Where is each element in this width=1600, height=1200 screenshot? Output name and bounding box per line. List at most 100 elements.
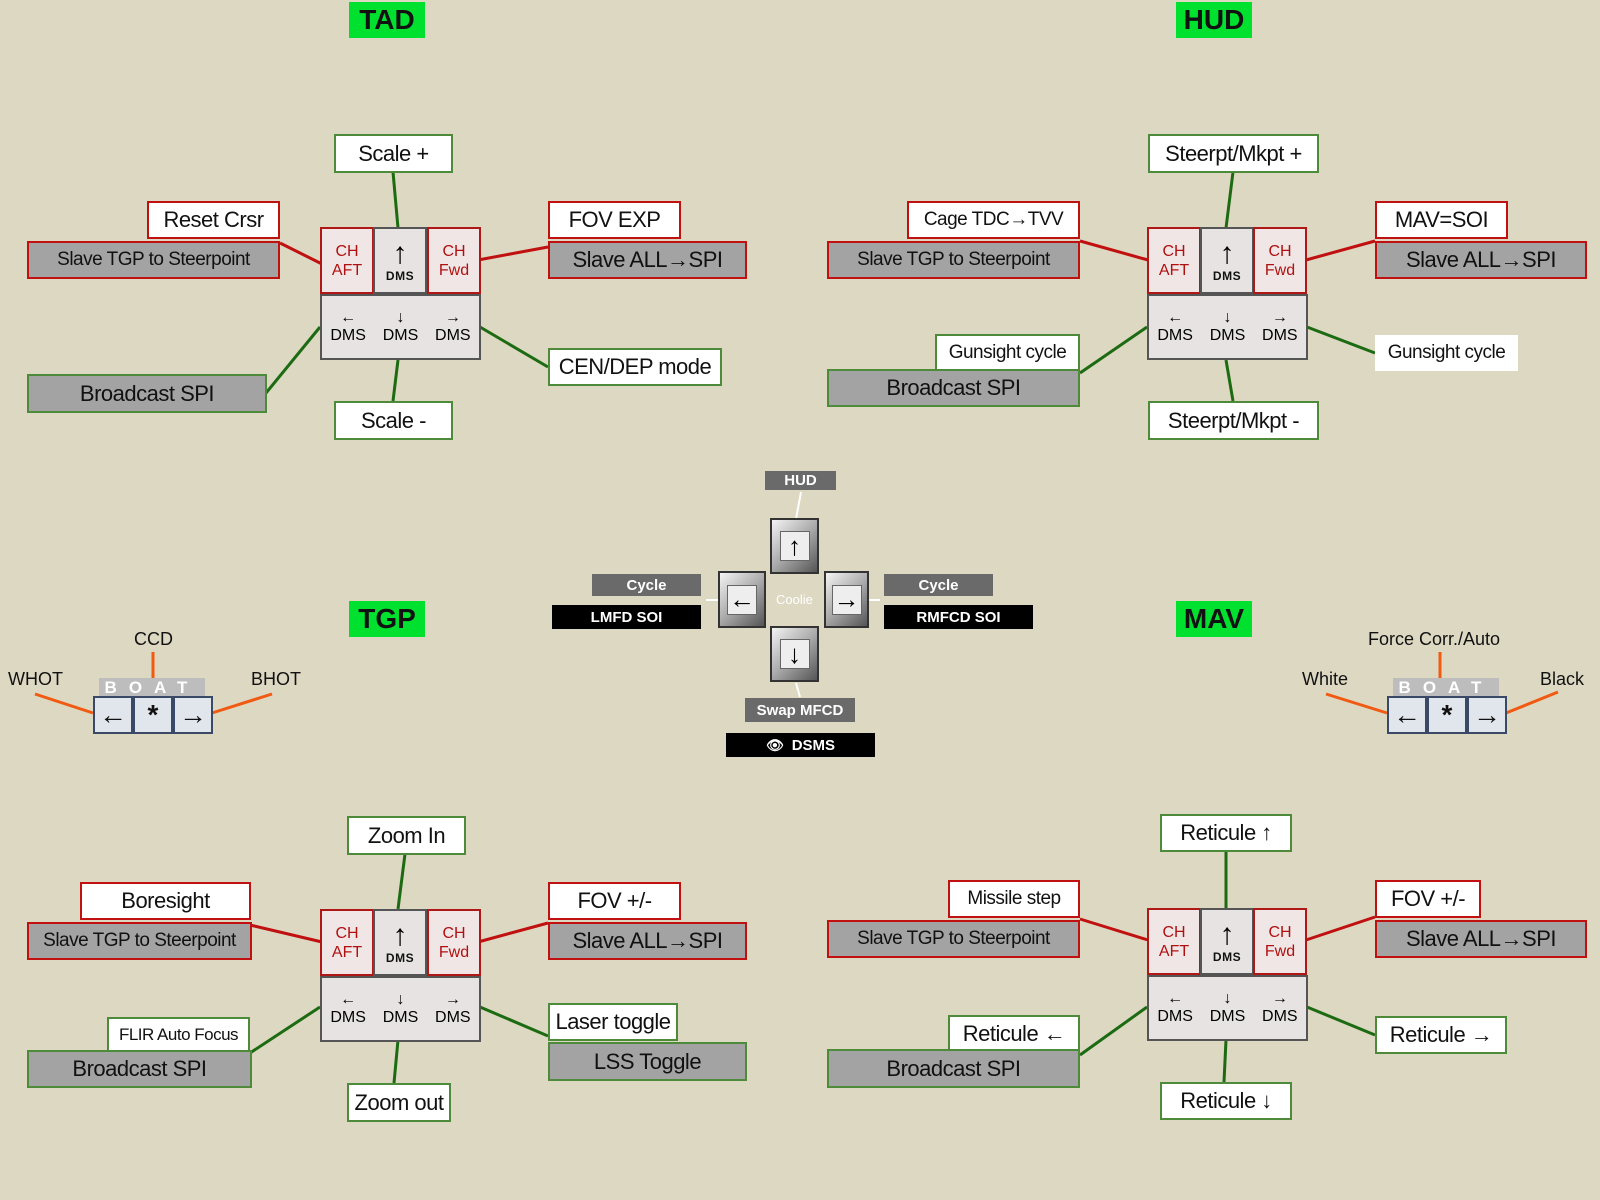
- dms-label: DMS: [435, 327, 471, 344]
- arrow-up-icon: ↑: [1219, 917, 1235, 951]
- ch-label: CH: [335, 924, 359, 942]
- arrow-left-icon: ←: [1167, 309, 1184, 326]
- tad-right-label: CEN/DEP mode: [548, 348, 722, 386]
- coolie-down-label: Swap MFCD: [745, 698, 855, 722]
- tgp-ch-aft-button[interactable]: CH AFT: [320, 909, 374, 976]
- eye-icon: 👁: [765, 736, 784, 753]
- tad-dms-up-button[interactable]: ↑ DMS: [373, 227, 427, 294]
- coolie-left-top-label: Cycle: [592, 574, 701, 596]
- arrow-left-icon: ←: [340, 991, 357, 1008]
- coolie-left-key[interactable]: ←: [718, 571, 766, 628]
- mav-boat-center-key[interactable]: *: [1427, 696, 1467, 734]
- dms-label: DMS: [1262, 327, 1298, 344]
- mav-ch-aft-button[interactable]: CH AFT: [1147, 908, 1201, 975]
- aft-label: AFT: [331, 943, 363, 961]
- arrow-right-icon: →: [831, 584, 862, 615]
- tad-ch-aft-button[interactable]: CH AFT: [320, 227, 374, 294]
- arrow-up-icon: ↑: [779, 531, 810, 561]
- arrow-down-icon: ↓: [1223, 309, 1232, 326]
- hud-ch-aft-button[interactable]: CH AFT: [1147, 227, 1201, 294]
- ch-label: CH: [335, 242, 359, 260]
- arrow-right-icon: →: [1271, 309, 1288, 326]
- tad-dms-right-button[interactable]: →DMS: [427, 296, 479, 358]
- mav-boat-left-key[interactable]: ←: [1387, 696, 1427, 734]
- arrow-down-icon: ↓: [396, 309, 405, 326]
- arrow-left-icon: ←: [340, 309, 357, 326]
- mav-boat-right-label: Black: [1540, 669, 1585, 689]
- tad-scale-down-label: Scale -: [334, 401, 453, 440]
- coolie-right-top-label: Cycle: [884, 574, 993, 596]
- dms-label: DMS: [382, 327, 419, 344]
- dms-label: DMS: [1157, 327, 1193, 344]
- coolie-up-label: HUD: [765, 471, 836, 490]
- tad-ch-aft-long-label: Slave TGP to Steerpoint: [27, 241, 280, 279]
- mav-dms-row: ←DMS ↓DMS →DMS: [1147, 975, 1308, 1041]
- dms-label: DMS: [435, 1009, 471, 1026]
- mav-ch-aft-short-label: Missile step: [948, 880, 1080, 918]
- mav-ch-fwd-long-label: Slave ALL→SPI: [1375, 920, 1587, 958]
- coolie-down-key[interactable]: ↓: [770, 626, 819, 682]
- tgp-boat-left-label: WHOT: [8, 669, 63, 689]
- tgp-boat-label: BOAT: [99, 678, 205, 698]
- tgp-dms-row: ←DMS ↓DMS →DMS: [320, 976, 481, 1042]
- tgp-ch-fwd-long-label: Slave ALL→SPI: [548, 922, 747, 960]
- mav-boat-right-key[interactable]: →: [1467, 696, 1507, 734]
- hud-ch-fwd-short-label: MAV=SOI: [1375, 201, 1508, 239]
- dms-label: DMS: [1212, 949, 1242, 964]
- tgp-boat-left-key[interactable]: ←: [93, 696, 133, 734]
- dms-label: DMS: [1209, 327, 1246, 344]
- coolie-center-label: Coolie: [776, 592, 813, 607]
- tgp-boat-center-key[interactable]: *: [133, 696, 173, 734]
- tad-dms-left-button[interactable]: ←DMS: [322, 296, 374, 358]
- dms-label: DMS: [385, 268, 415, 283]
- arrow-down-icon: ↓: [779, 639, 810, 669]
- tgp-left-short-label: FLIR Auto Focus: [107, 1017, 250, 1053]
- tgp-dms-down-button[interactable]: ↓DMS: [374, 978, 426, 1040]
- fwd-label: Fwd: [438, 943, 470, 961]
- hud-ch-fwd-long-label: Slave ALL→SPI: [1375, 241, 1587, 279]
- coolie-up-key[interactable]: ↑: [770, 518, 819, 574]
- tad-dms-down-button[interactable]: ↓DMS: [374, 296, 426, 358]
- tgp-dms-right-button[interactable]: →DMS: [427, 978, 479, 1040]
- mav-boat-label: BOAT: [1393, 678, 1499, 698]
- arrow-left-icon: ←: [727, 584, 757, 615]
- hud-left-short-label: Gunsight cycle: [935, 334, 1080, 371]
- arrow-up-icon: ↑: [392, 918, 408, 952]
- tgp-left-long-label: Broadcast SPI: [27, 1050, 252, 1088]
- ch-label: CH: [1162, 923, 1186, 941]
- dms-label: DMS: [1209, 1008, 1246, 1025]
- hud-dms-up-button[interactable]: ↑ DMS: [1200, 227, 1254, 294]
- mav-ch-aft-long-label: Slave TGP to Steerpoint: [827, 920, 1080, 958]
- tgp-dms-up-button[interactable]: ↑ DMS: [373, 909, 427, 976]
- ch-label: CH: [1268, 923, 1292, 941]
- tad-ch-fwd-button[interactable]: CH Fwd: [427, 227, 481, 294]
- ch-label: CH: [1162, 242, 1186, 260]
- hud-left-long-label: Broadcast SPI: [827, 369, 1080, 407]
- mav-dms-right-button[interactable]: →DMS: [1254, 977, 1306, 1039]
- arrow-right-icon: →: [444, 309, 461, 326]
- hud-dms-right-button[interactable]: →DMS: [1254, 296, 1306, 358]
- arrow-up-icon: ↑: [1219, 236, 1235, 270]
- tad-ch-fwd-short-label: FOV EXP: [548, 201, 681, 239]
- tgp-ch-aft-long-label: Slave TGP to Steerpoint: [27, 922, 252, 960]
- hud-dms-left-button[interactable]: ←DMS: [1149, 296, 1201, 358]
- tgp-up-label: Zoom In: [347, 816, 466, 855]
- aft-label: AFT: [1158, 942, 1190, 960]
- hud-dms-row: ←DMS ↓DMS →DMS: [1147, 294, 1308, 360]
- tgp-ch-fwd-short-label: FOV +/-: [548, 882, 681, 920]
- mav-dms-up-button[interactable]: ↑ DMS: [1200, 908, 1254, 975]
- ch-label: CH: [1268, 242, 1292, 260]
- dms-label: DMS: [1212, 268, 1242, 283]
- coolie-right-key[interactable]: →: [824, 571, 869, 628]
- tgp-boat-right-key[interactable]: →: [173, 696, 213, 734]
- tgp-boat-up-label: CCD: [134, 629, 173, 649]
- tgp-ch-fwd-button[interactable]: CH Fwd: [427, 909, 481, 976]
- mav-title: MAV: [1176, 601, 1252, 637]
- tgp-dms-left-button[interactable]: ←DMS: [322, 978, 374, 1040]
- mav-dms-down-button[interactable]: ↓DMS: [1201, 977, 1253, 1039]
- hud-dms-down-button[interactable]: ↓DMS: [1201, 296, 1253, 358]
- mav-dms-left-button[interactable]: ←DMS: [1149, 977, 1201, 1039]
- hud-ch-fwd-button[interactable]: CH Fwd: [1253, 227, 1307, 294]
- tgp-ch-aft-short-label: Boresight: [80, 882, 251, 920]
- mav-ch-fwd-button[interactable]: CH Fwd: [1253, 908, 1307, 975]
